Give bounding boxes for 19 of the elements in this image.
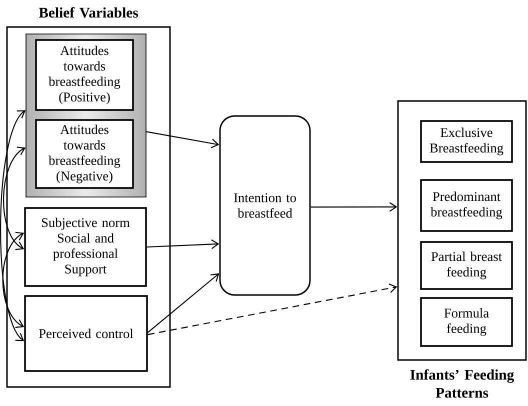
arrow [146,239,220,249]
labeled-box: Predominant breastfeeding [420,179,513,232]
labeled-box: Subjective norm Social and professional Support [24,207,147,287]
labeled-box: Exclusive Breastfeeding [420,120,513,163]
heading: Belief Variables [38,7,138,18]
labeled-box: Formula feeding [420,297,513,347]
heading: Infants’ Feeding Patterns [410,369,514,398]
arrow [146,131,220,148]
labeled-box: Attitudes towards breastfeeding (Negative) [35,119,134,189]
labeled-box: Attitudes towards breastfeeding (Positive) [35,39,134,111]
rounded-box: Intention to breastfeed [219,115,311,296]
dashed-arrow [148,283,398,336]
curved-arrow [2,232,24,328]
curved-arrow [0,110,26,342]
labeled-box: Perceived control [24,295,148,372]
labeled-box: Partial breast feeding [420,241,513,290]
arrow [148,273,220,333]
arrow [310,202,398,212]
curved-arrow [3,146,26,250]
